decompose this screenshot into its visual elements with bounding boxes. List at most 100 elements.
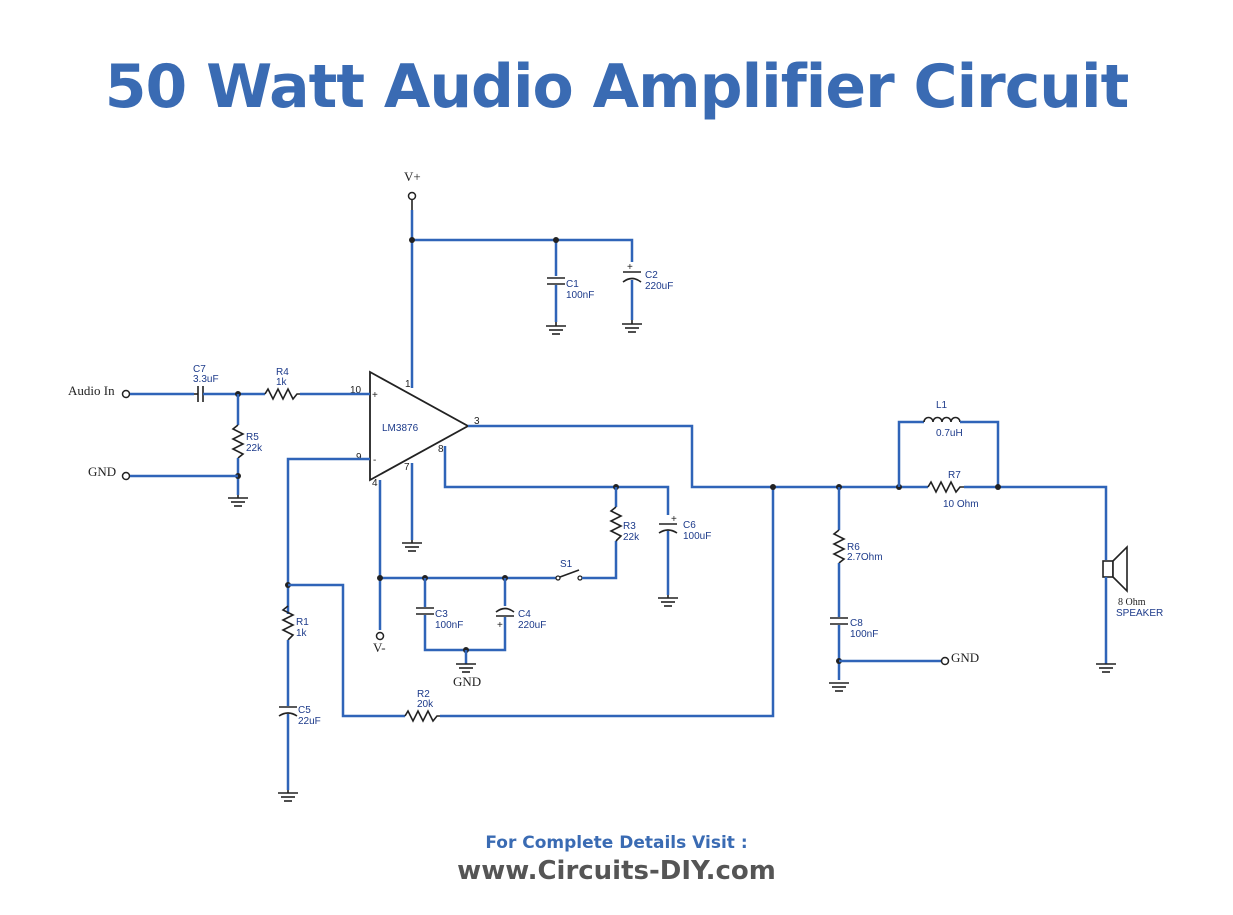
c1-value: 100nF [566, 290, 594, 301]
c2-ref: C2 [645, 270, 658, 281]
ground-icon [829, 682, 849, 692]
c4-value: 220uF [518, 620, 546, 631]
r1-ref: R1 [296, 617, 309, 628]
r7-value: 10 Ohm [943, 499, 979, 510]
capacitor-c1: C1 100nF [547, 277, 594, 322]
c2-value: 220uF [645, 281, 673, 292]
c2-polarity: + [627, 262, 633, 273]
gnd-output-label: GND [951, 650, 979, 665]
pin-1: 1 [405, 379, 411, 390]
wire-r2-output [440, 487, 775, 718]
c7-ref: C7 [193, 364, 206, 375]
pin-7: 7 [404, 462, 410, 473]
ground-icon [658, 595, 678, 607]
wire-r7-speaker [964, 485, 1108, 560]
audio-in-terminal: Audio In [68, 383, 131, 399]
audio-in-label: Audio In [68, 383, 115, 398]
footer-caption: For Complete Details Visit : [485, 833, 748, 853]
resistor-r5: R5 22k [231, 424, 263, 459]
capacitor-c3: C3 100nF [416, 607, 463, 631]
r5-value: 22k [246, 443, 263, 454]
capacitor-c7: C7 3.3uF [193, 364, 219, 402]
c6-value: 100uF [683, 531, 711, 542]
c4-ref: C4 [518, 609, 531, 620]
wire-pin7-gnd [402, 463, 422, 552]
capacitor-c4: + C4 220uF [495, 607, 546, 631]
capacitor-c6: + C6 100uF [658, 514, 711, 542]
c3-value: 100nF [435, 620, 463, 631]
s1-ref: S1 [560, 559, 573, 570]
capacitor-c8: C8 100nF [830, 617, 878, 640]
gnd-output-terminal: GND [940, 650, 979, 666]
speaker-name: SPEAKER [1116, 608, 1163, 619]
r7-ref: R7 [948, 470, 961, 481]
r4-ref: R4 [276, 367, 289, 378]
capacitor-c2: + C2 220uF [622, 262, 673, 320]
vminus-label: V- [373, 640, 386, 655]
pin-9: 9 [356, 452, 362, 463]
resistor-r4: R4 1k [264, 367, 300, 401]
page-title: 50 Watt Audio Amplifier Circuit [104, 52, 1130, 122]
l1-ref: L1 [936, 400, 948, 411]
ic-name: LM3876 [382, 423, 419, 434]
capacitor-c5: C5 22uF [278, 705, 321, 727]
c6-polarity: + [671, 514, 677, 525]
inductor-l1: L1 0.7uH [923, 400, 963, 439]
resistor-r7: R7 10 Ohm [927, 470, 979, 510]
speaker-icon: 8 Ohm SPEAKER [1102, 545, 1163, 619]
c4-polarity: + [497, 620, 503, 631]
r2-value: 20k [417, 699, 434, 710]
ic-lm3876: LM3876 + - 10 9 3 1 7 4 8 [350, 370, 480, 489]
vplus-label: V+ [404, 169, 421, 184]
c5-value: 22uF [298, 716, 321, 727]
ground-icon [1096, 663, 1116, 673]
r5-ref: R5 [246, 432, 259, 443]
c5-ref: C5 [298, 705, 311, 716]
c7-value: 3.3uF [193, 374, 219, 385]
switch-s1: S1 [555, 559, 583, 581]
c8-ref: C8 [850, 618, 863, 629]
wire-s1-r3 [582, 541, 618, 580]
c1-ref: C1 [566, 279, 579, 290]
ground-icon [278, 790, 298, 802]
footer-url[interactable]: www.Circuits-DIY.com [457, 856, 776, 886]
r2-ref: R2 [417, 689, 430, 700]
pin-10: 10 [350, 385, 362, 396]
resistor-r3: R3 22k [609, 506, 640, 543]
resistor-r1: R1 1k [281, 605, 309, 641]
wire-vplus [409, 210, 634, 388]
gnd-input-terminal: GND [88, 464, 238, 481]
speaker-impedance: 8 Ohm [1118, 597, 1146, 608]
r3-value: 22k [623, 532, 640, 543]
ground-icon [622, 320, 642, 333]
gnd-input-label: GND [88, 464, 116, 479]
vplus-terminal: V+ [404, 169, 421, 210]
c3-ref: C3 [435, 609, 448, 620]
resistor-r2: R2 20k [404, 689, 440, 723]
c8-value: 100nF [850, 629, 878, 640]
pin-minus: - [373, 455, 376, 466]
resistor-r6: R6 2.7Ohm [832, 529, 883, 564]
c6-ref: C6 [683, 520, 696, 531]
wire-output [468, 424, 928, 489]
l1-value: 0.7uH [936, 428, 963, 439]
wire-l1-right [960, 420, 1000, 487]
gnd-label-c3c4: GND [453, 674, 481, 689]
wire-pin9-fb [286, 457, 370, 614]
pin-4: 4 [372, 478, 378, 489]
r6-ref: R6 [847, 542, 860, 553]
vminus-terminal: V- [373, 631, 386, 655]
ground-icon [456, 663, 476, 673]
pin-8: 8 [438, 444, 444, 455]
pin-3: 3 [474, 416, 480, 427]
r3-ref: R3 [623, 521, 636, 532]
pin-plus: + [372, 390, 378, 401]
r4-value: 1k [276, 377, 288, 388]
wire-pin8 [443, 446, 670, 515]
wire-fb-r2 [288, 583, 405, 718]
r1-value: 1k [296, 628, 308, 639]
ground-icon [546, 322, 566, 335]
wire-l1-left [897, 420, 924, 487]
r6-value: 2.7Ohm [847, 552, 883, 563]
